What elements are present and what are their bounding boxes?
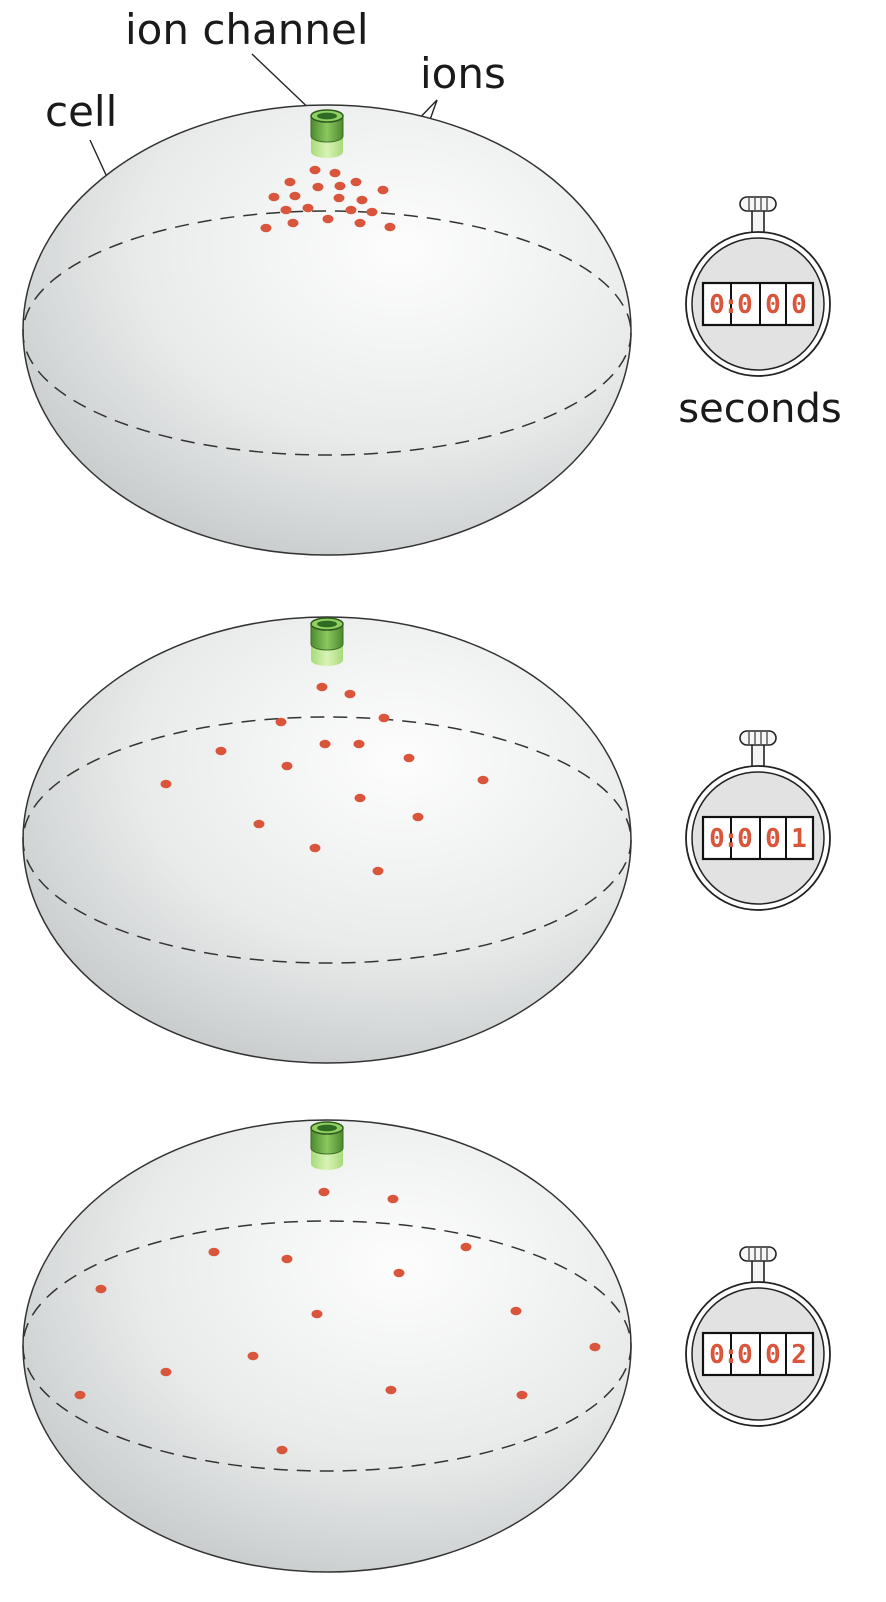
ion [394,1269,405,1278]
ion [355,794,366,803]
stopwatch-digit: 0 [791,290,807,320]
ion [590,1343,601,1352]
ion [161,780,172,789]
stopwatch-digit: 2 [791,1340,807,1370]
ion [413,813,424,822]
ion [385,223,396,232]
ion [323,215,334,224]
ion [75,1391,86,1400]
ion [96,1285,107,1294]
ion [357,196,368,205]
ion [478,776,489,785]
ion [312,1310,323,1319]
ion [388,1195,399,1204]
stopwatch: 0 : 0 0 0 [686,197,830,376]
ion [248,1352,259,1361]
ion [317,683,328,692]
ion [461,1243,472,1252]
ion [334,194,345,203]
ion [335,182,346,191]
ion [277,1446,288,1455]
ion [404,754,415,763]
ion [282,762,293,771]
ion [290,192,301,201]
ion [320,740,331,749]
ion [161,1368,172,1377]
ion-channel [311,1122,343,1170]
cell-body [23,1120,631,1572]
stopwatch-crown [740,1247,776,1261]
cell [23,105,631,555]
ion [254,820,265,829]
ion [216,747,227,756]
stopwatch-digit: 0 [737,824,753,854]
stopwatch-digit: 0 [737,290,753,320]
stopwatch-crown [740,197,776,211]
cell [23,617,631,1063]
panel-1: 0 : 0 0 0 seconds [23,105,842,555]
ion [378,186,389,195]
stopwatch-digit: 0 [765,824,781,854]
stopwatch-digit: 1 [791,824,807,854]
ion-channel [311,110,343,158]
stopwatch-digit: 0 [737,1340,753,1370]
ion [276,718,287,727]
ion [330,169,341,178]
ion-channel [311,618,343,666]
ion [282,1255,293,1264]
ion-channel-label: ion channel [125,5,369,54]
cell-label: cell [45,87,117,136]
ion [319,1188,330,1197]
ion [281,206,292,215]
ion [209,1248,220,1257]
ion [355,219,366,228]
ion [511,1307,522,1316]
stopwatch-crown [740,731,776,745]
ion [379,714,390,723]
ion [261,224,272,233]
stopwatch: 0 : 0 0 1 [686,731,830,910]
ion [285,178,296,187]
stopwatch-digit: 0 [765,1340,781,1370]
ion [303,204,314,213]
cell-body [23,617,631,1063]
ion [354,740,365,749]
stopwatch-digit: 0 [765,290,781,320]
ion [351,178,362,187]
ion [373,867,384,876]
ion [517,1391,528,1400]
ion [386,1386,397,1395]
ions-label: ions [420,49,506,98]
cell [23,1120,631,1572]
ion [367,208,378,217]
cell-body [23,105,631,555]
panel-2: 0 : 0 0 1 [23,617,830,1063]
panel-3: 0 : 0 0 2 [23,1120,830,1572]
ion [310,166,321,175]
seconds-label: seconds [678,386,842,432]
ion [310,844,321,853]
ion [345,690,356,699]
ion [313,183,324,192]
ion [346,206,357,215]
stopwatch: 0 : 0 0 2 [686,1247,830,1426]
ion [269,193,280,202]
ion [288,219,299,228]
